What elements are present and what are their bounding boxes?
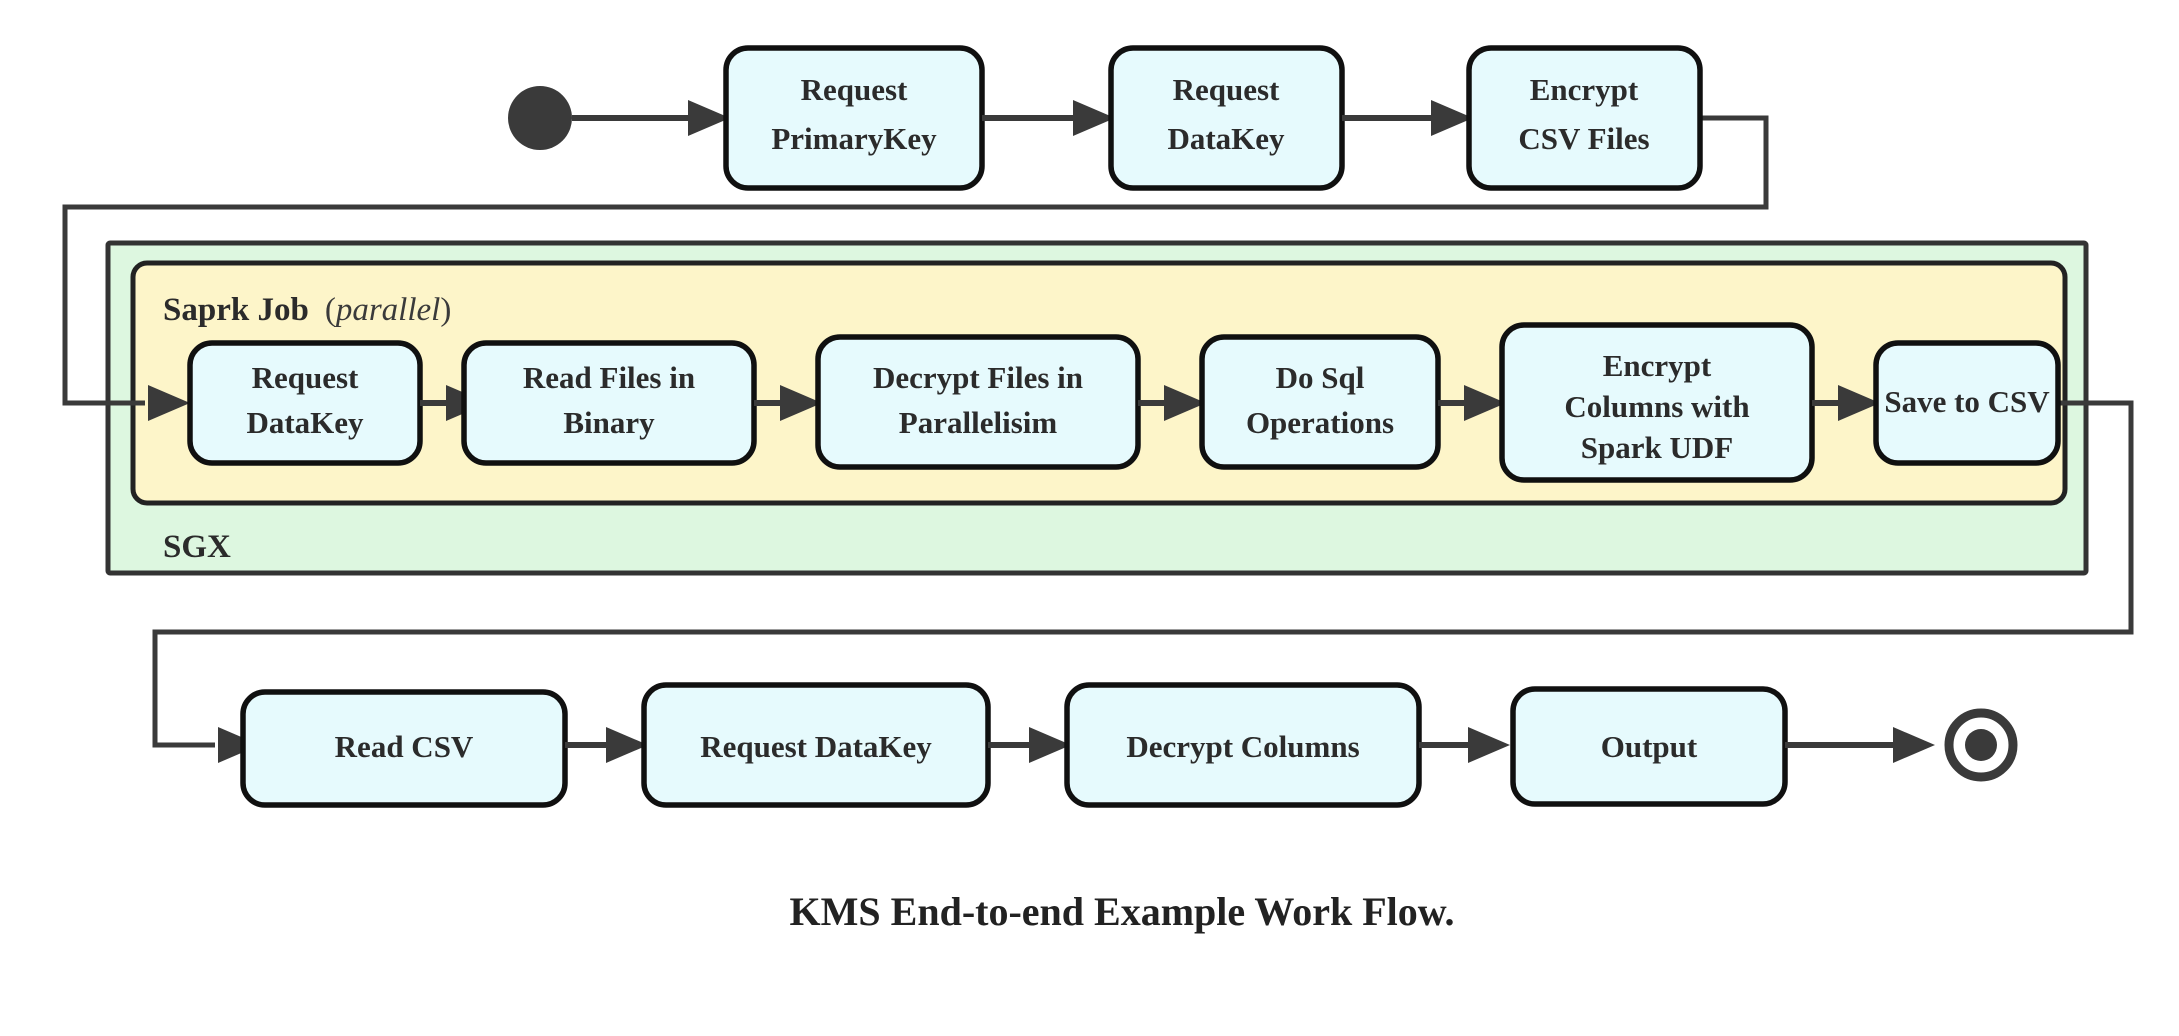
node-decrypt-columns-line-0: Decrypt Columns	[1126, 729, 1359, 764]
node-read-files-in-binary-line-1: Binary	[563, 405, 655, 440]
node-encrypt-csv-files-line-1: CSV Files	[1518, 121, 1649, 156]
node-encrypt-columns-line-2: Spark UDF	[1581, 430, 1733, 465]
node-encrypt-columns-with-spark-udf[interactable]: Encrypt Columns with Spark UDF	[1499, 322, 1815, 483]
arrowhead-output	[1468, 727, 1510, 763]
arrowhead-datakey-top	[1073, 100, 1115, 136]
node-decrypt-columns[interactable]: Decrypt Columns	[1064, 682, 1422, 808]
node-request-datakey-top-line-1: DataKey	[1167, 121, 1285, 156]
route-savecsv-to-readcsv	[152, 400, 2134, 748]
node-request-datakey-bottom-line-0: Request DataKey	[700, 729, 932, 764]
node-encrypt-columns-line-0: Encrypt	[1603, 348, 1712, 383]
node-encrypt-csv-files-line-0: Encrypt	[1530, 72, 1639, 107]
sgx-label: SGX	[163, 529, 231, 565]
node-request-primarykey[interactable]: Request PrimaryKey	[723, 45, 985, 191]
end-state	[1944, 708, 2018, 782]
node-read-csv[interactable]: Read CSV	[240, 689, 568, 808]
node-decrypt-files-line-1: Parallelisim	[899, 405, 1058, 440]
arrowhead-into-read-csv	[218, 727, 260, 763]
spark-job-note-close: )	[440, 292, 451, 328]
arrowhead-encrypt-csv	[1431, 100, 1473, 136]
arrowhead-encrypt-columns	[1464, 385, 1506, 421]
node-request-primarykey-line-0: Request	[801, 72, 908, 107]
node-request-datakey-spark-line-0: Request	[252, 360, 359, 395]
arrowhead-decrypt-files	[780, 385, 822, 421]
node-encrypt-columns-line-1: Columns with	[1564, 389, 1749, 424]
diagram-caption: KMS End-to-end Example Work Flow.	[790, 889, 1455, 934]
arrowhead-do-sql	[1164, 385, 1206, 421]
node-save-to-csv[interactable]: Save to CSV	[1873, 340, 2061, 466]
arrowhead-decrypt-columns	[1029, 727, 1071, 763]
arrowhead-into-spark-datakey	[148, 385, 190, 421]
arrowhead-request-datakey-bottom	[606, 727, 648, 763]
node-do-sql-operations[interactable]: Do Sql Operations	[1199, 334, 1441, 470]
spark-job-note-open: (	[325, 292, 336, 328]
spark-job-title: Saprk Job (parallel)	[163, 292, 451, 328]
node-request-datakey-spark[interactable]: Request DataKey	[187, 340, 423, 466]
route-encrypt-to-spark	[62, 115, 1769, 406]
node-encrypt-csv-files[interactable]: Encrypt CSV Files	[1466, 45, 1703, 191]
node-read-csv-line-0: Read CSV	[335, 729, 474, 764]
node-request-datakey-spark-line-1: DataKey	[246, 405, 364, 440]
node-request-datakey-top-line-0: Request	[1173, 72, 1280, 107]
node-request-datakey-bottom[interactable]: Request DataKey	[641, 682, 991, 808]
spark-job-note: parallel	[334, 292, 441, 328]
arrowhead-save-to-csv	[1838, 385, 1880, 421]
arrowhead-primarykey	[688, 100, 730, 136]
node-decrypt-files-line-0: Decrypt Files in	[873, 360, 1083, 395]
node-request-datakey-top[interactable]: Request DataKey	[1108, 45, 1345, 191]
node-read-files-in-binary[interactable]: Read Files in Binary	[461, 340, 757, 466]
node-output[interactable]: Output	[1510, 686, 1788, 807]
node-save-to-csv-line-0: Save to CSV	[1884, 384, 2050, 419]
node-do-sql-line-1: Operations	[1246, 405, 1394, 440]
node-decrypt-files-in-parallelisim[interactable]: Decrypt Files in Parallelisim	[815, 334, 1141, 470]
arrowhead-end-state	[1893, 727, 1935, 763]
node-output-line-0: Output	[1601, 729, 1698, 764]
node-do-sql-line-0: Do Sql	[1276, 360, 1365, 395]
spark-job-label: Saprk Job	[163, 292, 309, 328]
node-request-primarykey-line-1: PrimaryKey	[771, 121, 937, 156]
start-state	[508, 86, 572, 150]
node-read-files-in-binary-line-0: Read Files in	[523, 360, 695, 395]
